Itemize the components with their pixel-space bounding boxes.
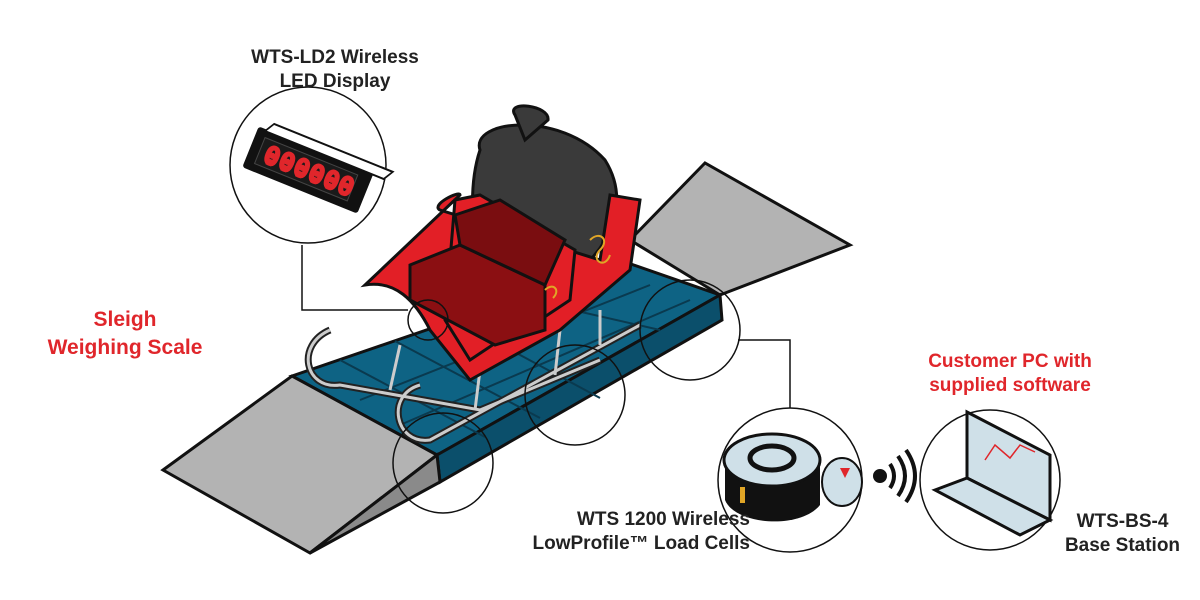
customer-pc-line-2: supplied software <box>929 375 1091 396</box>
load-cells-line-1: WTS 1200 Wireless <box>576 509 750 530</box>
left-ramp-side <box>309 452 442 555</box>
load-cell-icon <box>722 432 863 522</box>
led-callout-line <box>301 245 408 311</box>
customer-pc-label: Customer PC with supplied software <box>905 350 1115 398</box>
right-ramp <box>627 161 854 297</box>
load-cell-markers <box>392 279 741 514</box>
wireless-signal-icon <box>873 448 917 504</box>
base-station-line-1: WTS-BS-4 <box>1076 511 1169 532</box>
load-cells-label: WTS 1200 Wireless LowProfile™ Load Cells <box>500 508 750 556</box>
customer-pc-line-1: Customer PC with <box>928 351 1092 372</box>
laptop-icon <box>931 409 1054 537</box>
title-line-2: Weighing Scale <box>47 336 203 359</box>
led-display-label: WTS-LD2 Wireless LED Display <box>230 46 440 94</box>
load-cells-line-2: LowProfile™ Load Cells <box>532 533 750 554</box>
base-station-line-2: Base Station <box>1064 535 1181 556</box>
led-display: 0.0.0.0.0.0 <box>243 122 395 213</box>
title-label: Sleigh Weighing Scale <box>40 306 210 362</box>
title-line-1: Sleigh <box>93 308 157 331</box>
led-label-line-1: WTS-LD2 Wireless <box>251 47 419 68</box>
cell-callout-line <box>738 339 791 408</box>
led-label-line-2: LED Display <box>279 71 391 92</box>
base-station-label: WTS-BS-4 Base Station <box>1055 510 1190 558</box>
